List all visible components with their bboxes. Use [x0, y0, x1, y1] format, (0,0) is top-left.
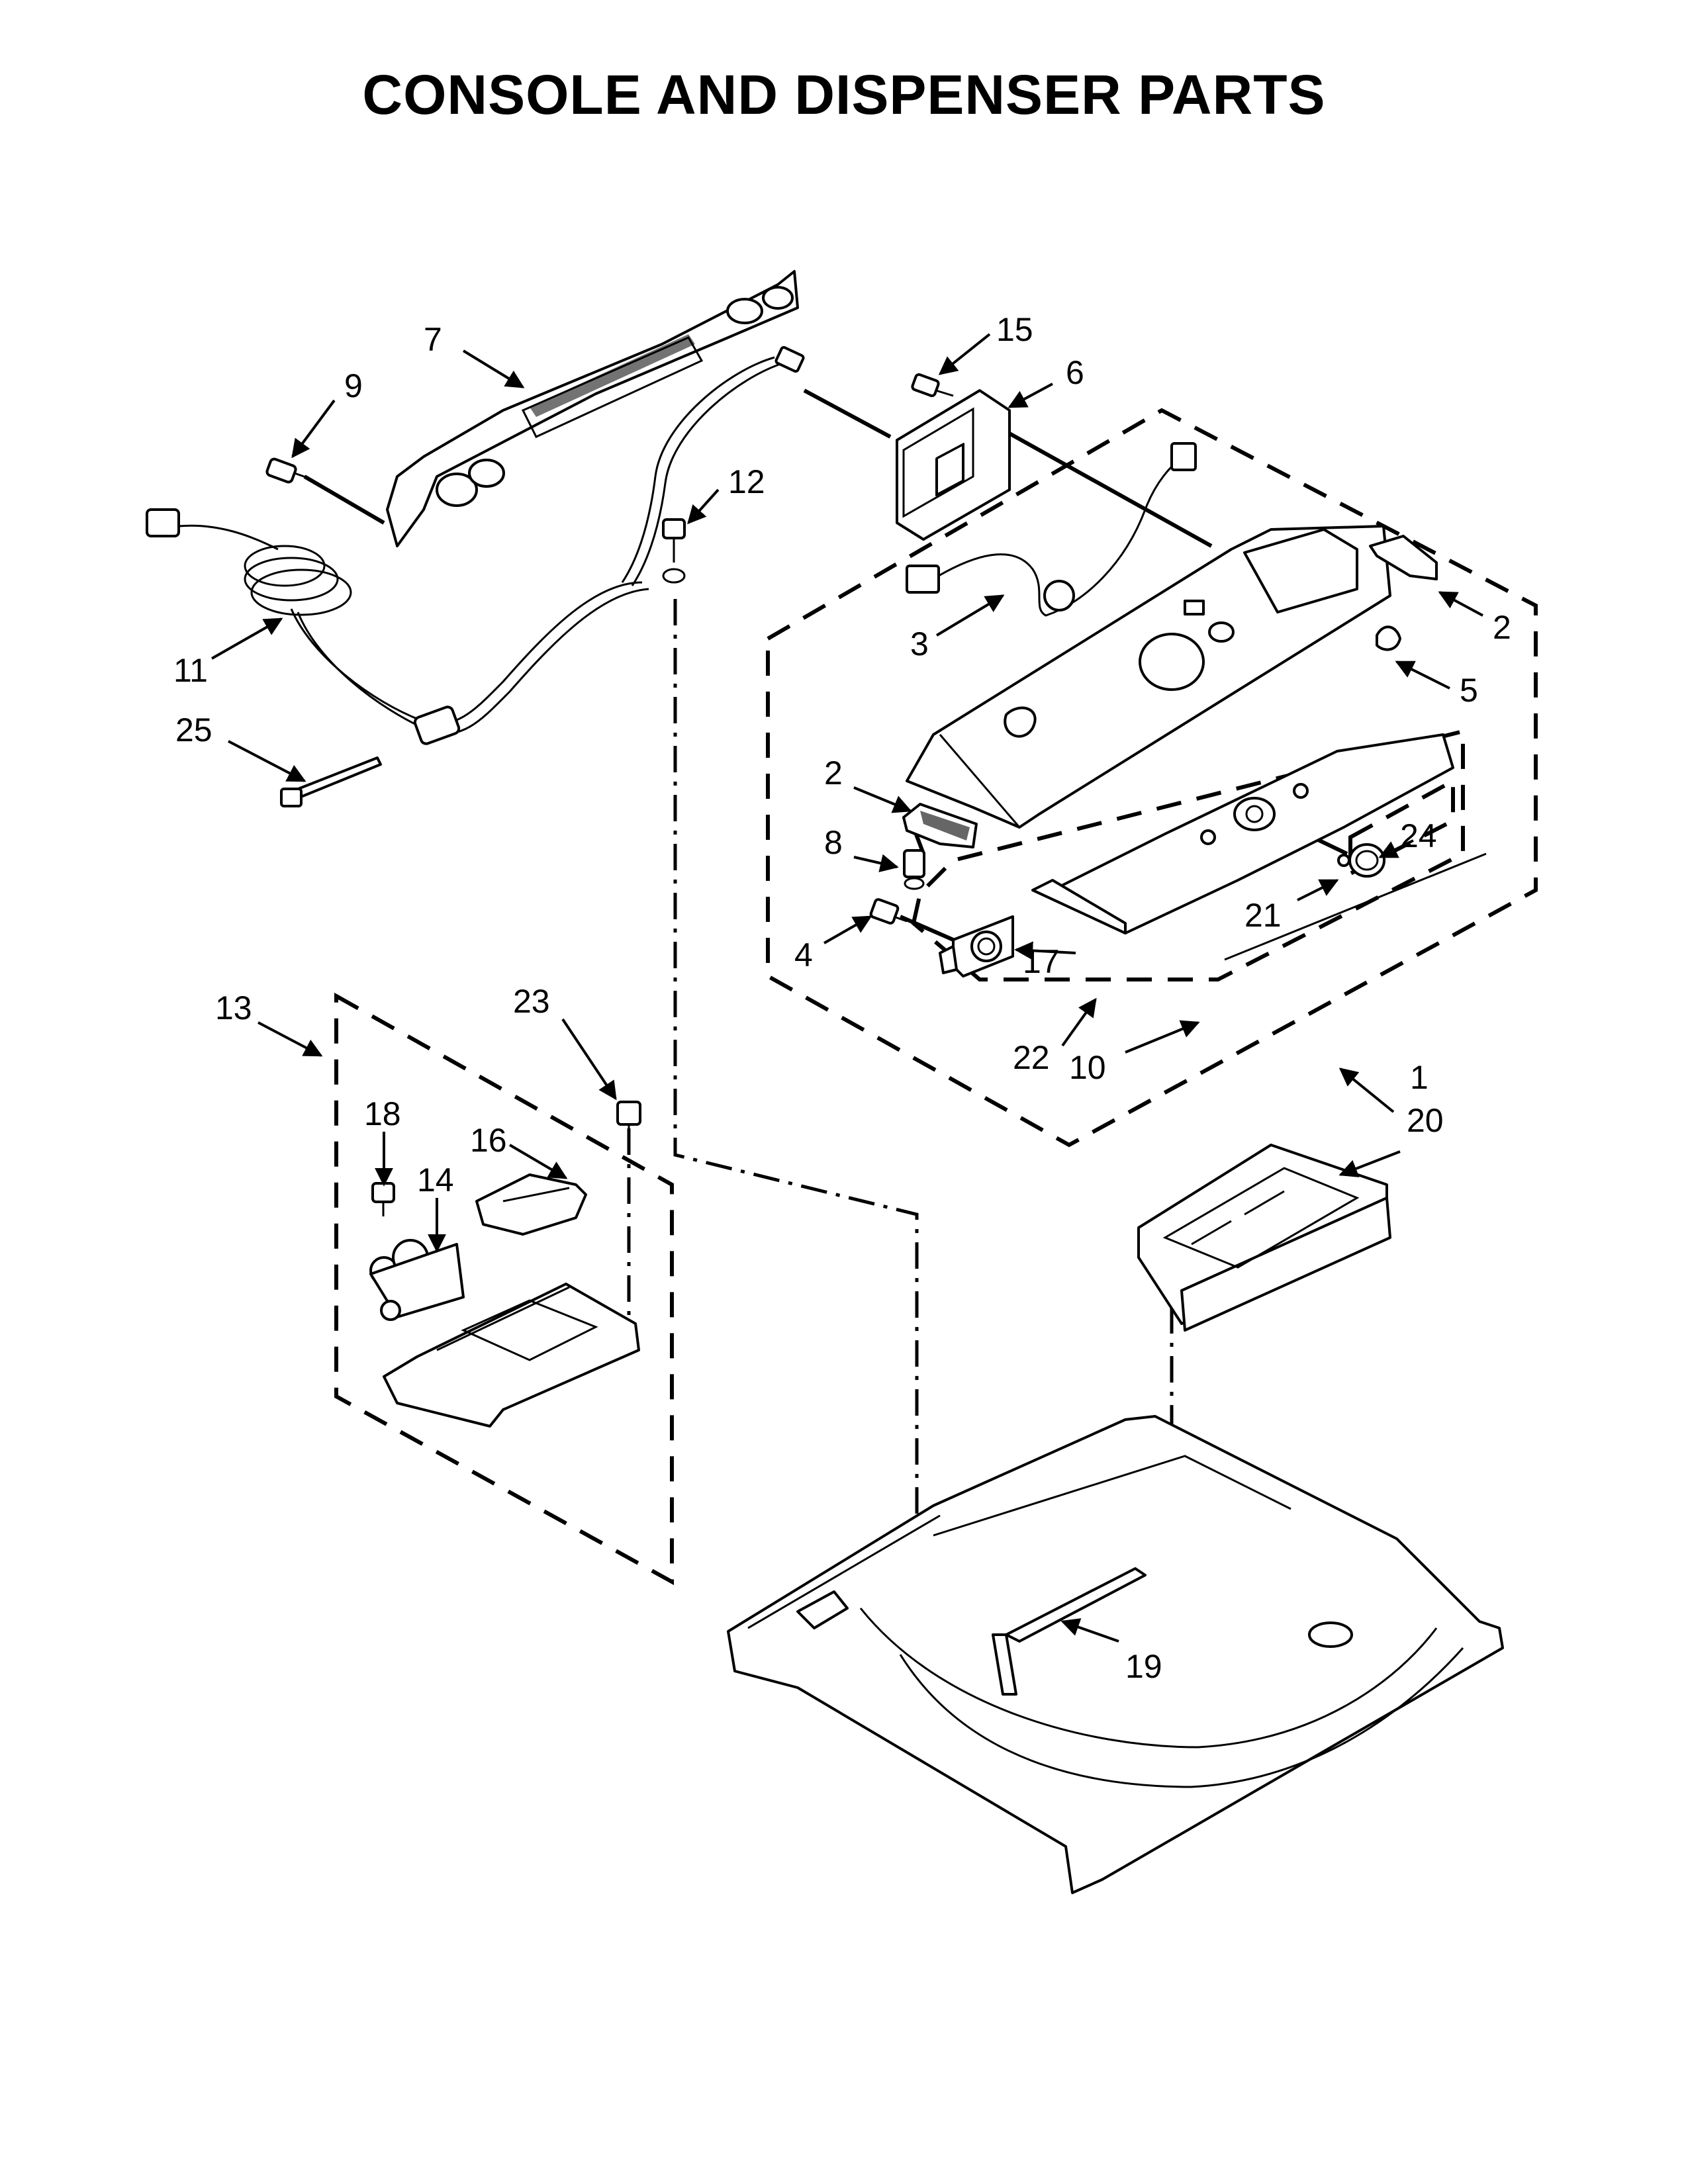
screw-part-12	[662, 518, 686, 584]
callout-16: 16	[470, 1122, 507, 1159]
screw-part-8	[903, 849, 925, 890]
screw-part-15	[911, 373, 954, 398]
knob-part-24	[1348, 843, 1385, 878]
callout-4: 4	[794, 936, 813, 974]
callout-7: 7	[424, 321, 442, 358]
callout-21: 21	[1244, 897, 1282, 934]
encoder-part-17	[939, 915, 1014, 978]
diagram-title: CONSOLE AND DISPENSER PARTS	[362, 64, 1326, 126]
bracket-part-left	[902, 803, 978, 848]
clip-part-5	[1376, 625, 1401, 651]
console-body-part	[906, 525, 1391, 829]
callout-5: 5	[1460, 672, 1478, 709]
callout-labels: 1 2 2 3 4 5 6 7 8 9 10 11 12 13 14 15 16…	[173, 311, 1511, 1685]
console-assembly-group-outline	[766, 408, 1538, 1148]
dispenser-drawer-part	[1137, 1144, 1391, 1332]
callout-12: 12	[728, 463, 765, 500]
link-screw-9	[303, 475, 385, 525]
screw-part-18	[371, 1182, 395, 1216]
callout-19: 19	[1125, 1648, 1162, 1685]
callout-14: 14	[417, 1161, 454, 1199]
console-trim-part	[386, 270, 799, 547]
washer-top-cover-part	[727, 1415, 1504, 1894]
callout-25: 25	[175, 711, 212, 749]
callout-13: 13	[215, 989, 252, 1026]
link-screw-4	[899, 915, 955, 942]
callout-24: 24	[1400, 817, 1437, 854]
console-wiring-part	[906, 442, 1197, 617]
callout-23: 23	[513, 983, 550, 1020]
user-interface-panel-part	[1031, 733, 1454, 934]
wire-harness-part	[621, 345, 805, 586]
callout-2-right: 2	[1493, 609, 1511, 646]
valve-bracket-part	[383, 1283, 640, 1428]
screw-part-23	[616, 1101, 641, 1138]
wire-harness-part-16	[475, 1173, 587, 1236]
callout-9: 9	[344, 367, 363, 404]
callout-10: 10	[1069, 1049, 1106, 1086]
callout-17: 17	[1023, 943, 1060, 980]
callout-8: 8	[824, 824, 843, 861]
screw-part-9	[265, 457, 308, 484]
valve-assembly-group-outline	[334, 992, 674, 1586]
link-board-to-console	[1008, 432, 1213, 548]
water-valve-part-14	[369, 1239, 465, 1321]
callout-6: 6	[1066, 354, 1084, 391]
callout-11: 11	[173, 652, 208, 689]
deflector-part-19	[992, 1567, 1147, 1696]
bracket-part-right	[1369, 535, 1438, 580]
panel-subassembly-group-outline	[911, 729, 1465, 981]
cable-tie-part	[280, 756, 382, 807]
alignment-line-screw-12	[673, 599, 919, 1605]
leader-lines	[211, 333, 1483, 1643]
callout-15: 15	[996, 311, 1033, 348]
screw-part-4	[869, 898, 908, 925]
callout-18: 18	[364, 1095, 401, 1132]
callout-22: 22	[1013, 1039, 1050, 1076]
window-strip-part-10	[1224, 852, 1487, 961]
callout-1: 1	[1410, 1059, 1429, 1096]
callout-2-left: 2	[824, 754, 843, 792]
link-harness-to-board	[803, 388, 892, 439]
callout-20: 20	[1407, 1102, 1444, 1139]
power-cord-part	[146, 508, 649, 745]
spring-part-21	[1337, 854, 1350, 867]
callout-3: 3	[910, 625, 929, 662]
control-board-part	[896, 389, 1011, 541]
